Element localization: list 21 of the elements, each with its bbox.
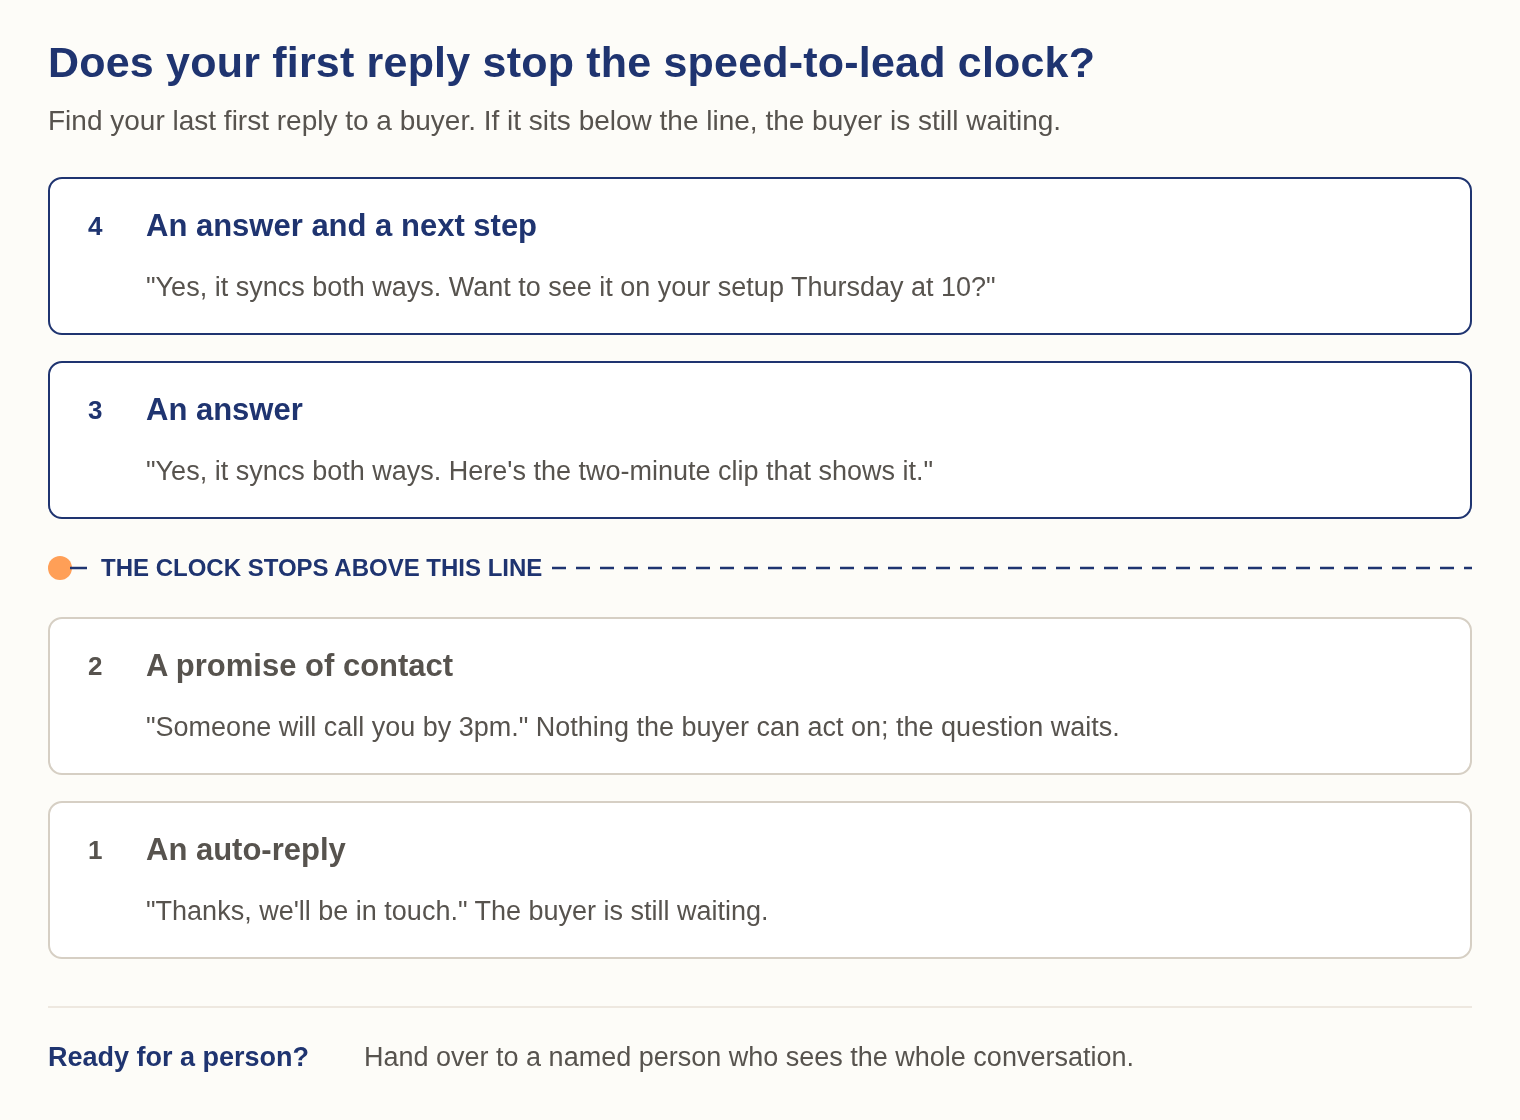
footer-text: Hand over to a named person who sees the whole conversation. (364, 1041, 1134, 1074)
subtitle-text: Find your last first reply to a buyer. If it sits below the line, the buyer is still waiting. (48, 104, 1062, 138)
step-heading: A promise of contact (146, 647, 454, 685)
step-number: 1 (88, 834, 103, 867)
threshold-label: THE CLOCK STOPS ABOVE THIS LINE (101, 554, 543, 583)
step-heading: An answer (146, 391, 303, 429)
footer-question: Ready for a person? (48, 1041, 310, 1074)
step-card (48, 177, 1472, 335)
step-quote: "Thanks, we'll be in touch." The buyer is still waiting. (146, 895, 769, 928)
step-heading: An answer and a next step (146, 207, 538, 245)
step-heading: An auto-reply (146, 831, 346, 869)
title-heading: Does your first reply stop the speed-to-lead clock? (48, 38, 1096, 87)
step-card (48, 801, 1472, 959)
step-number: 4 (88, 210, 103, 243)
step-quote: "Yes, it syncs both ways. Here's the two-minute clip that shows it." (146, 455, 934, 488)
step-card (48, 361, 1472, 519)
step-quote: "Yes, it syncs both ways. Want to see it on your setup Thursday at 10?" (146, 271, 996, 304)
step-card (48, 617, 1472, 775)
step-number: 2 (88, 650, 103, 683)
step-quote: "Someone will call you by 3pm." Nothing the buyer can act on; the question waits. (146, 711, 1120, 744)
step-number: 3 (88, 394, 103, 427)
